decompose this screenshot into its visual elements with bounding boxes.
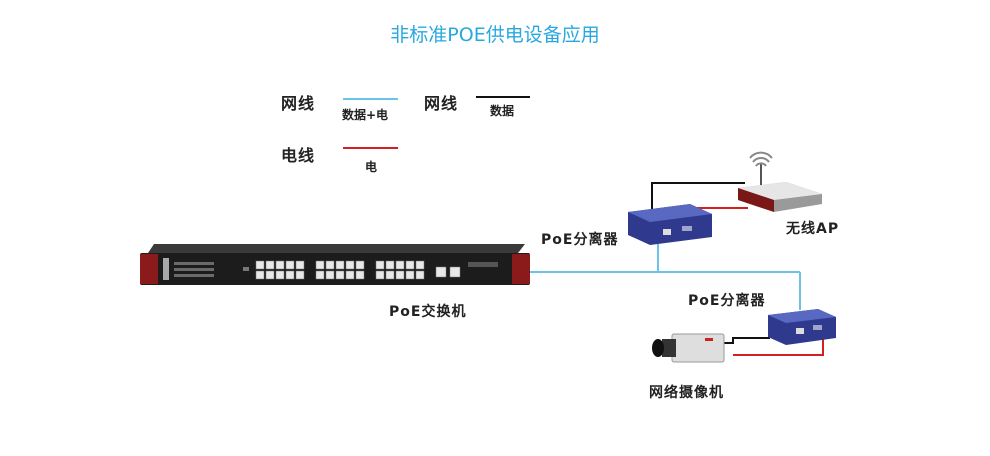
- legend-label-net-data-power: 网线: [281, 94, 316, 113]
- data-connections: [651, 182, 770, 344]
- splitter-icon-bottom: [768, 309, 836, 345]
- camera-icon: [652, 333, 725, 363]
- label-poe-splitter-bottom: PoE分离器: [688, 293, 766, 309]
- label-wireless-ap: 无线AP: [786, 221, 840, 237]
- router-icon: [738, 163, 822, 212]
- switch-icon: [140, 244, 530, 285]
- splitter-icon: [628, 204, 712, 245]
- legend-label-net-data: 网线: [424, 94, 459, 113]
- diagram-title: 非标准POE供电设备应用: [390, 24, 600, 46]
- label-network-camera: 网络摄像机: [649, 385, 724, 401]
- wifi-icon: [749, 151, 773, 167]
- label-poe-splitter-top: PoE分离器: [541, 232, 619, 248]
- legend-label-power: 电线: [281, 146, 316, 165]
- legend-caption-data-power: 数据+电: [342, 108, 389, 122]
- legend-caption-data: 数据: [490, 104, 515, 118]
- legend-caption-power: 电: [365, 160, 378, 174]
- label-poe-switch: PoE交换机: [389, 304, 467, 320]
